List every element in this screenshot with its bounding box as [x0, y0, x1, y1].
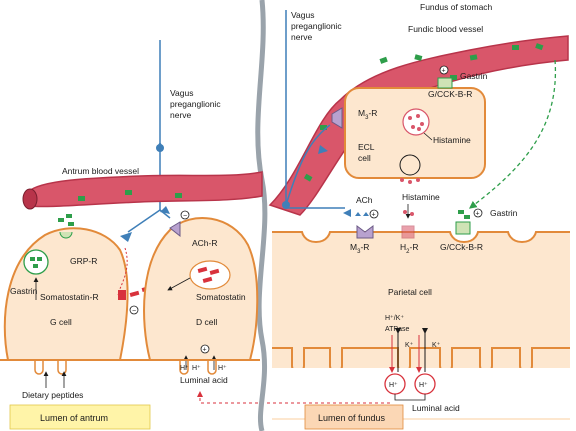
minus-symbol-gcell: [129, 305, 139, 315]
h-plus-1: H⁺: [389, 382, 398, 389]
k-plus-2: K⁺: [432, 342, 441, 349]
gastrin-top-label: Gastrin: [460, 71, 488, 81]
title-fundus: Fundus of stomach: [420, 2, 493, 12]
somatostatin-receptor-gcell: [118, 290, 126, 300]
minus-text-dcell: −: [183, 213, 187, 220]
achr-receptor: [169, 221, 181, 238]
k-plus-1: K⁺: [405, 342, 414, 349]
gcckbr-top-label: G/CCK-B-R: [428, 89, 472, 99]
fundic-vessel-label: Fundic blood vessel: [408, 24, 483, 34]
parietal-top-membrane: [272, 231, 570, 244]
m3r-receptor-parietal: [356, 225, 374, 239]
nerve-ending-gcell: [120, 232, 132, 242]
minus-symbol-dcell: [180, 210, 190, 220]
plus-text-dcell: +: [203, 347, 207, 354]
pump-line2: ATPase: [385, 326, 409, 333]
h2r-label: H2-R: [400, 242, 418, 255]
gastrin-vesicle-gcell: [23, 249, 49, 275]
histamine-granules: [408, 114, 424, 131]
somatostatin-release-arrow: [167, 277, 191, 291]
gastrin-molecules-parietal: [458, 210, 470, 219]
gcckbr-receptor-ecl: [437, 77, 453, 89]
plus-symbol-ach: [369, 209, 379, 219]
antrum-vessel-label: Antrum blood vessel: [62, 166, 139, 176]
dietary-peptides-label: Dietary peptides: [22, 390, 83, 400]
histamine-top-label: Histamine: [433, 135, 471, 145]
minus-text-gcell: −: [132, 308, 136, 315]
h-plus-d1: H⁺: [180, 365, 189, 372]
h-plus-2: H⁺: [419, 382, 428, 389]
somatostatin-label: Somatostatin: [196, 292, 246, 302]
ach-molecules: [355, 212, 369, 216]
grpr-receptor: [59, 231, 73, 239]
histamine-molecules-mid: [403, 210, 414, 216]
gastrin-molecules-gcell-top: [58, 214, 74, 226]
h-plus-d3: H⁺: [218, 365, 227, 372]
plus-text-ecl: +: [442, 68, 446, 75]
parietal-cell-label: Parietal cell: [388, 287, 432, 297]
nerve-ending-parietal: [343, 209, 351, 217]
pump-line1: H⁺/K⁺: [385, 315, 404, 322]
vagus-branch-to-ecl: [285, 124, 331, 206]
ach-label: ACh: [356, 195, 373, 205]
gastrin-molecules-antrum: [78, 190, 182, 201]
somatostatin-vesicle: [189, 260, 231, 290]
lumen-fundus-box: [304, 404, 404, 430]
vagus-left-l2: preganglionic: [170, 99, 221, 109]
gcckbr-mid-label: G/CCk-B-R: [440, 242, 483, 252]
g-cell-label: G cell: [50, 317, 72, 327]
gcckbr-receptor-parietal: [455, 221, 471, 235]
somatostatin-granules: [197, 266, 220, 283]
somatostatin-r-label: Somatostatin-R: [40, 292, 99, 302]
grpr-label: GRP-R: [70, 256, 97, 266]
histamine-mid-label: Histamine: [402, 192, 440, 202]
histamine-release-loop: [399, 154, 421, 176]
achr-label: ACh-R: [192, 238, 218, 248]
vagus-right-l3: nerve: [291, 32, 313, 42]
h2r-receptor: [401, 225, 415, 239]
vagus-right-l2: preganglionic: [291, 21, 342, 31]
antrum-vessel-opening: [22, 188, 38, 210]
released-histamine: [400, 178, 420, 184]
divider-line: [255, 0, 268, 431]
gastrin-path-arrow: [468, 59, 557, 209]
ecl-cell-l1: ECL: [358, 142, 375, 152]
plus-symbol-ecl: [439, 65, 449, 75]
vagus-left-l1: Vagus: [170, 88, 193, 98]
plus-text-ach: +: [372, 212, 376, 219]
dcell-microvilli: [179, 360, 217, 375]
gastrin-mid-label: Gastrin: [490, 208, 518, 218]
histamine-vesicle: [402, 108, 430, 136]
luminal-acid-left: Luminal acid: [180, 375, 228, 385]
ecl-cell-l2: cell: [358, 153, 371, 163]
somatostatin-inhibition-path: [117, 247, 128, 296]
plus-symbol-parietal: [473, 208, 483, 218]
m3r-top-label: M3-R: [358, 108, 377, 121]
h-plus-d2: H⁺: [192, 365, 201, 372]
plus-symbol-dcell: [200, 344, 210, 354]
nerve-ending-ecl: [318, 145, 328, 154]
plus-text-parietal: +: [476, 211, 480, 218]
vagus-left-l3: nerve: [170, 110, 192, 120]
lumen-antrum-box: [9, 404, 151, 430]
vagus-to-gcell: [127, 209, 161, 233]
luminal-acid-right: Luminal acid: [412, 403, 460, 413]
d-cell: [143, 217, 259, 361]
d-cell-label: D cell: [196, 317, 217, 327]
histamine-pointer: [423, 132, 433, 141]
gastrin-granules-gcell: [30, 257, 42, 268]
nerve-ending-dcell: [160, 206, 170, 214]
lumen-antrum-label: Lumen of antrum: [40, 413, 108, 423]
vagus-left-node-cap: [156, 142, 164, 148]
luminal-acid-bracket: [394, 394, 426, 401]
antrum-blood-vessel: [27, 171, 263, 208]
gcell-microvilli: [34, 360, 67, 375]
vagus-right-l1: Vagus: [291, 10, 314, 20]
m3r-mid-label: M3-R: [350, 242, 369, 255]
gastrin-left-label: Gastrin: [10, 286, 38, 296]
lumen-fundus-label: Lumen of fundus: [318, 413, 386, 423]
m3r-receptor-ecl: [331, 107, 343, 129]
